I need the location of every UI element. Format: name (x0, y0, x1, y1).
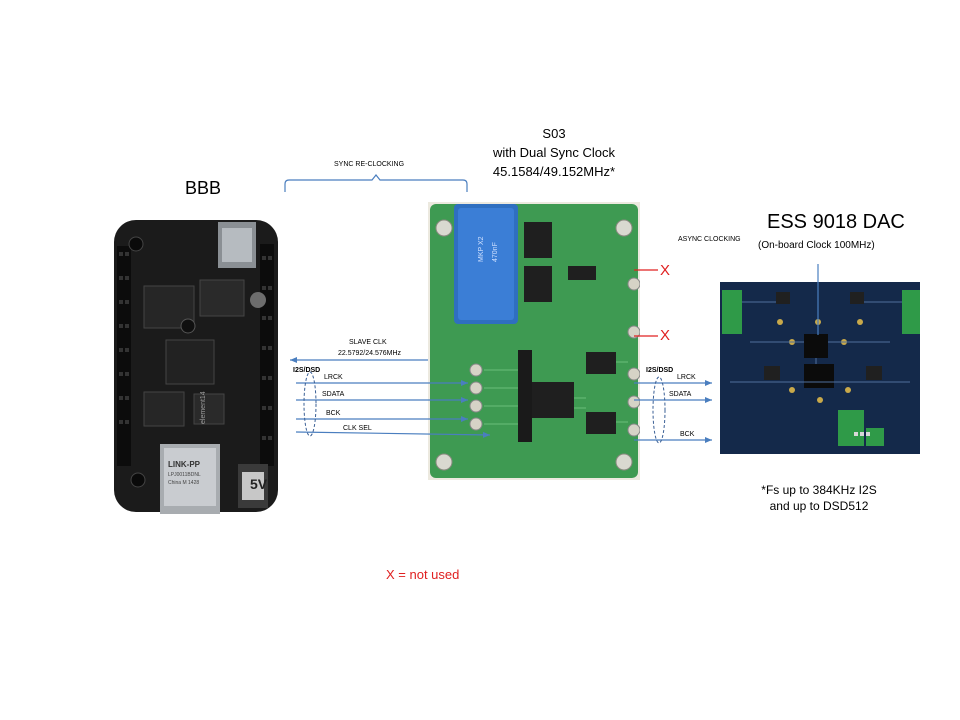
dac-title: ESS 9018 DAC (767, 211, 905, 233)
dac-note-line-2: and up to DSD512 (769, 499, 869, 513)
bck-left-label: BCK (326, 410, 341, 417)
unused-mark-1: X (660, 262, 671, 279)
i2s-bus-left-ellipse (303, 371, 317, 437)
bbb-board-image (108, 216, 282, 518)
bbb-title: BBB (185, 178, 222, 198)
i2s-dsd-left-label: I2S/DSD (293, 367, 321, 374)
unused-mark-2: X (660, 327, 671, 344)
lrck-right-label: LRCK (677, 374, 696, 381)
s03-title-line-2: with Dual Sync Clock (492, 145, 616, 160)
barrel-jack-label: 5V (250, 476, 268, 492)
rj45-origin-text: China M 1428 (168, 480, 200, 486)
sync-reclocking-brace (284, 174, 468, 192)
dac-note-line-1: *Fs up to 384KHz I2S (761, 483, 877, 497)
clk-sel-arrow (295, 431, 491, 438)
i2s-bus-right-ellipse (652, 376, 666, 444)
slave-clk-freq-label: 22.5792/24.576MHz (338, 350, 402, 357)
clk-sel-label: CLK SEL (343, 425, 372, 432)
i2s-dsd-right-label: I2S/DSD (646, 367, 674, 374)
bck-right-label: BCK (680, 431, 695, 438)
s03-title-line-1: S03 (542, 126, 566, 141)
rj45-part-text: LPJ0011BDNL (168, 472, 201, 478)
slave-clk-label: SLAVE CLK (349, 339, 387, 346)
rj45-brand-text: LINK-PP (168, 460, 200, 469)
dac-subtitle: (On-board Clock 100MHz) (758, 240, 875, 251)
async-clocking-label: ASYNC CLOCKING (678, 236, 741, 243)
s03-board-image (428, 202, 640, 480)
sync-reclocking-label: SYNC RE-CLOCKING (334, 161, 405, 168)
sdata-left-label: SDATA (322, 391, 345, 398)
not-used-legend: X = not used (386, 567, 460, 582)
sdata-right-label: SDATA (669, 391, 692, 398)
s03-title-line-3: 45.1584/49.152MHz* (492, 164, 616, 179)
lrck-left-label: LRCK (324, 374, 343, 381)
dac-board-image (720, 282, 920, 454)
